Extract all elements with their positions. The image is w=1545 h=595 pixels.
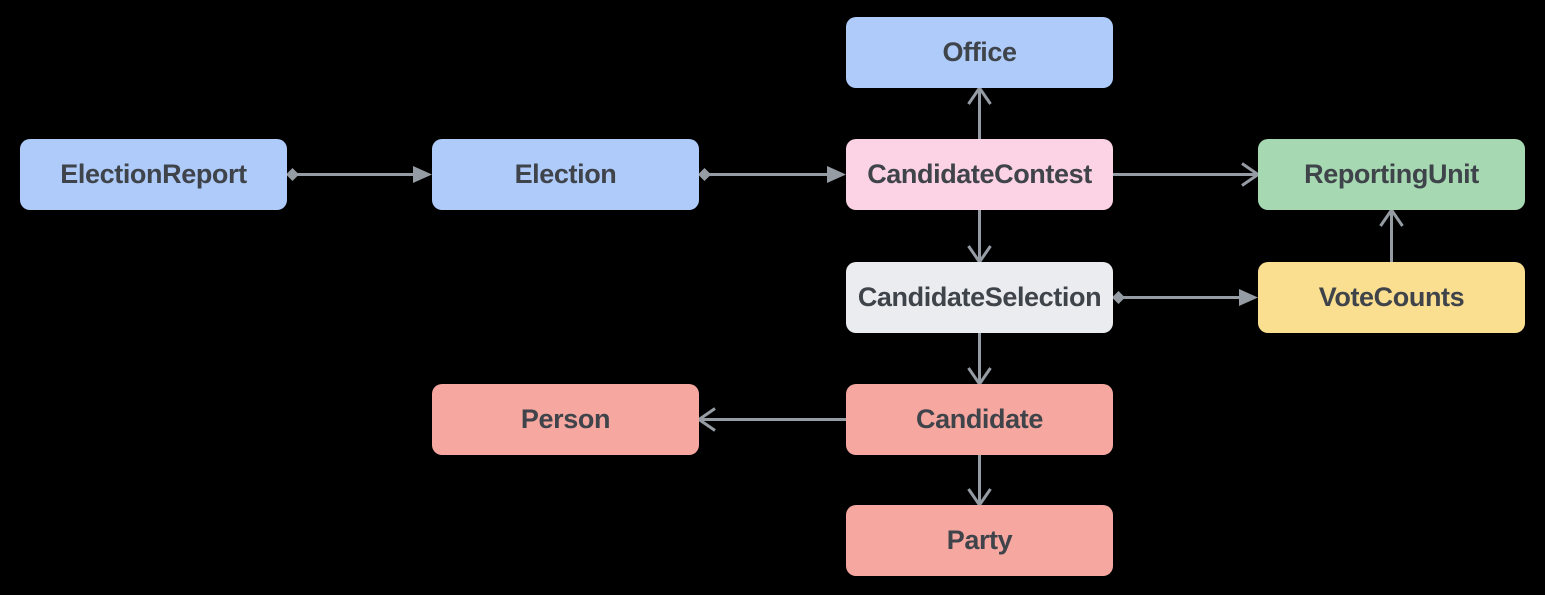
node-vote-counts: VoteCounts [1258,262,1525,333]
open-arrowhead [967,85,992,105]
edge-candidate-to-person [696,407,846,432]
edge-election-to-candidatecontest [698,166,846,183]
diamond-connector [286,168,299,181]
node-candidate-selection: CandidateSelection [846,262,1113,333]
edge-candidate-to-party [967,455,992,508]
node-candidate: Candidate [846,384,1113,455]
edge-candidatecontest-to-office [967,85,992,139]
diamond-connector [1112,291,1125,304]
edge-candidateselection-to-votecounts [1112,289,1258,306]
open-arrowhead [696,407,716,432]
open-arrowhead [1379,207,1404,227]
node-candidate-contest: CandidateContest [846,139,1113,210]
edge-candidatecontest-to-candidateselection [967,210,992,265]
node-office: Office [846,17,1113,88]
node-election: Election [432,139,699,210]
node-person: Person [432,384,699,455]
node-reporting-unit: ReportingUnit [1258,139,1525,210]
filled-arrowhead [413,166,432,183]
filled-arrowhead [827,166,846,183]
edge-candidatecontest-to-reportingunit [1113,162,1261,187]
edge-votecounts-to-reportingunit [1379,207,1404,262]
diamond-connector [698,168,711,181]
filled-arrowhead [1239,289,1258,306]
edge-candidateselection-to-candidate [967,333,992,387]
edge-electionreport-to-election [286,166,432,183]
node-party: Party [846,505,1113,576]
node-election-report: ElectionReport [20,139,287,210]
